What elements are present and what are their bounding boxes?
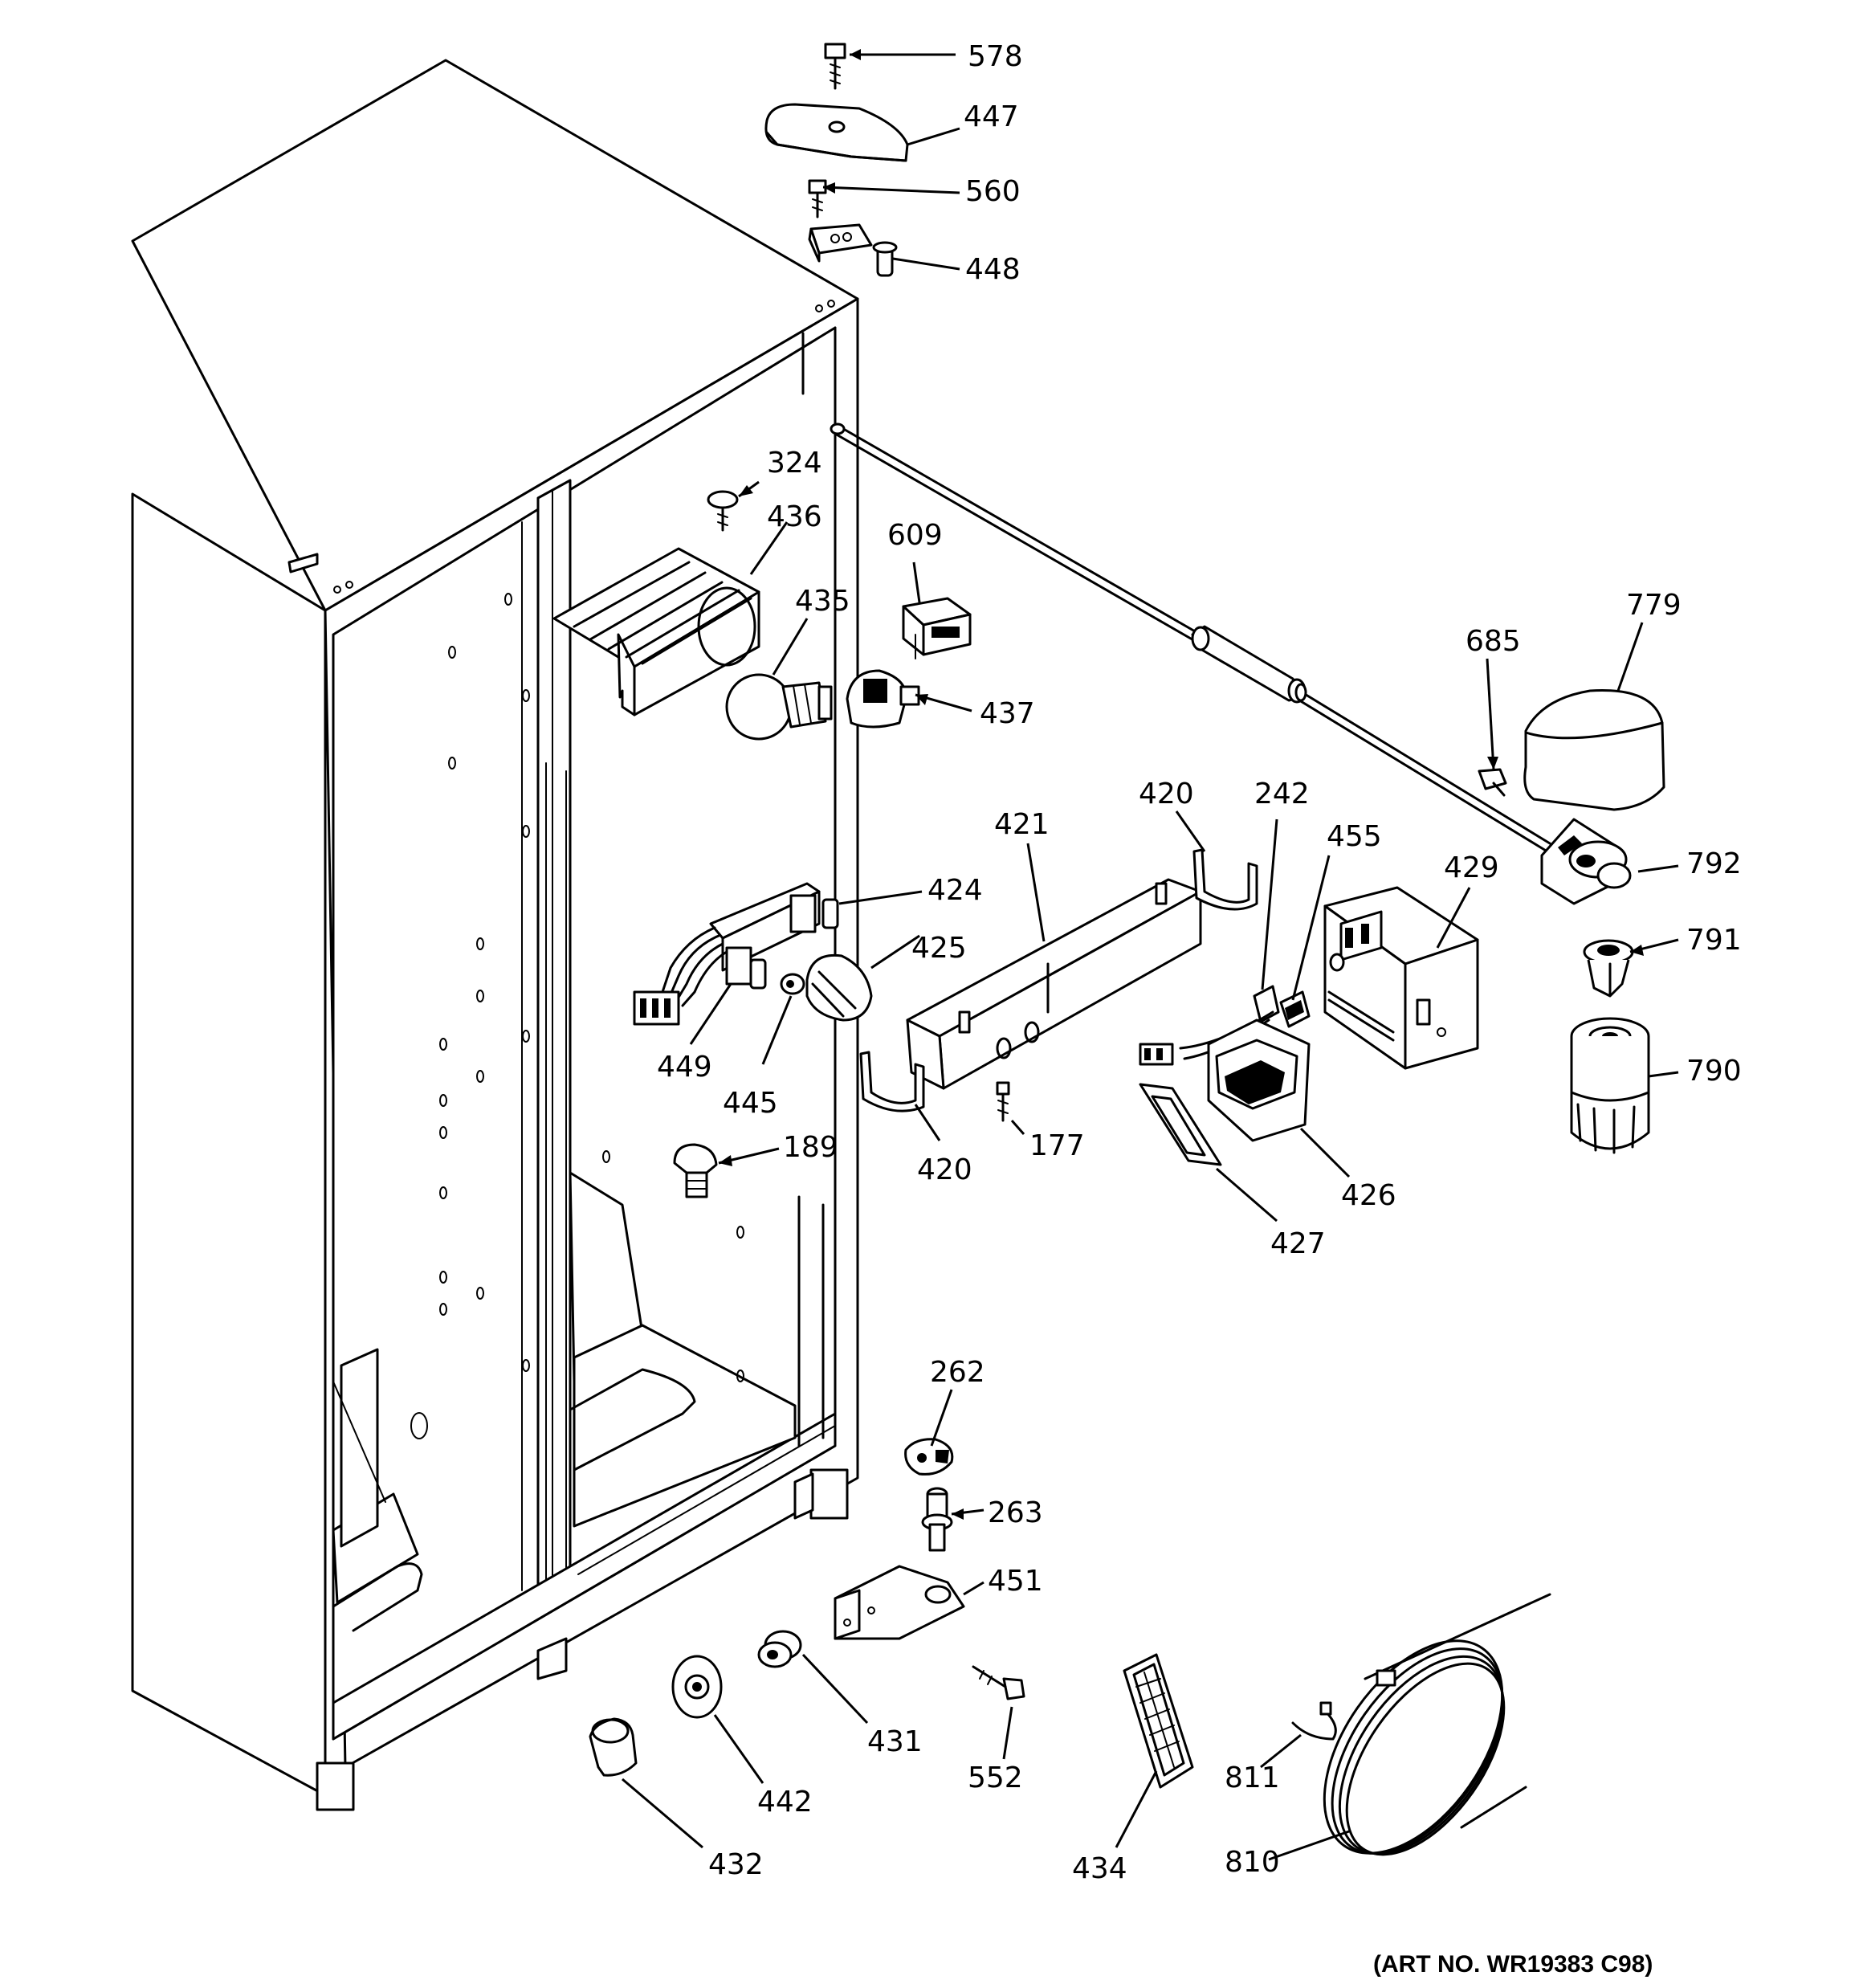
label-451: 451 — [988, 1565, 1043, 1598]
cabinet-mounting-holes — [333, 300, 835, 1439]
hinge-cover-447 — [764, 103, 909, 162]
leader-lines — [622, 49, 1679, 1861]
art-number: (ART NO. WR19383 C98) — [1373, 1951, 1653, 1978]
label-811: 811 — [1225, 1761, 1280, 1794]
label-609: 609 — [887, 519, 943, 552]
screw-560 — [808, 179, 827, 218]
bracket-420-lower — [859, 1051, 925, 1112]
label-447: 447 — [964, 100, 1019, 133]
bushing-431 — [757, 1630, 802, 1668]
label-425: 425 — [911, 932, 967, 965]
washer-442 — [671, 1655, 723, 1719]
water-tube-assembly — [830, 423, 1551, 855]
label-552: 552 — [968, 1761, 1023, 1794]
label-427: 427 — [1270, 1227, 1326, 1260]
actuator-426 — [1139, 1010, 1311, 1142]
light-bulb-435 — [725, 673, 833, 741]
label-429: 429 — [1444, 851, 1499, 884]
light-assembly — [552, 490, 972, 741]
bypass-plug-791 — [1583, 939, 1634, 998]
plug-189 — [673, 1143, 718, 1198]
connector-455 — [1279, 990, 1311, 1028]
cam-262 — [904, 1438, 954, 1476]
screw-552 — [972, 1665, 1025, 1700]
label-792: 792 — [1686, 847, 1742, 880]
grille-434 — [1123, 1653, 1194, 1789]
bushing-432 — [589, 1717, 638, 1777]
water-line-coil-810 — [1323, 1593, 1551, 1856]
fastener-324 — [707, 490, 739, 532]
hinge-pin-263 — [921, 1487, 953, 1552]
light-socket-437 — [846, 669, 920, 729]
screw-177 — [996, 1081, 1010, 1122]
label-242: 242 — [1254, 778, 1310, 810]
control-knob-425 — [805, 953, 873, 1022]
label-779: 779 — [1626, 589, 1682, 622]
refrigerator-cabinet — [131, 59, 859, 1811]
hinge-448 — [808, 223, 898, 277]
label-189: 189 — [783, 1131, 838, 1164]
label-421: 421 — [994, 808, 1050, 841]
top-hinge-assembly — [764, 43, 909, 277]
label-431: 431 — [867, 1725, 923, 1758]
clamp-811 — [1291, 1701, 1337, 1741]
label-685: 685 — [1466, 625, 1521, 658]
label-791: 791 — [1686, 924, 1742, 957]
filter-cover-779 — [1523, 689, 1665, 811]
label-436: 436 — [767, 500, 822, 533]
filter-head-792 — [1540, 818, 1632, 905]
label-424: 424 — [927, 874, 983, 907]
label-578: 578 — [968, 40, 1023, 73]
trim-427 — [1139, 1083, 1222, 1166]
control-housing-421 — [906, 878, 1202, 1090]
light-shield-436 — [552, 547, 760, 716]
label-324: 324 — [767, 447, 822, 480]
spacer-445 — [780, 973, 805, 995]
label-437: 437 — [980, 697, 1035, 730]
label-426: 426 — [1341, 1179, 1396, 1212]
label-432: 432 — [708, 1848, 764, 1881]
switch-assembly-424 — [633, 882, 839, 1026]
switch-609 — [902, 597, 972, 659]
label-177: 177 — [1029, 1129, 1085, 1162]
label-263: 263 — [988, 1496, 1043, 1529]
label-442: 442 — [757, 1786, 813, 1819]
bottom-hinge-451 — [834, 1565, 965, 1640]
label-790: 790 — [1686, 1055, 1742, 1088]
label-435: 435 — [795, 585, 850, 618]
label-449: 449 — [657, 1051, 712, 1084]
screw-685 — [1478, 768, 1507, 797]
water-filter-790 — [1570, 1017, 1650, 1154]
label-810: 810 — [1225, 1846, 1280, 1879]
label-448: 448 — [965, 253, 1021, 286]
label-262: 262 — [930, 1356, 985, 1389]
screw-578 — [824, 43, 846, 90]
label-560: 560 — [965, 175, 1021, 208]
label-434: 434 — [1072, 1852, 1127, 1885]
label-455: 455 — [1327, 820, 1382, 853]
label-445: 445 — [723, 1087, 778, 1120]
label-420-upper: 420 — [1139, 778, 1194, 810]
label-420-lower: 420 — [917, 1153, 972, 1186]
part-labels: 578 447 560 448 324 436 609 435 437 779 … — [657, 40, 1742, 1885]
bracket-420-upper — [1192, 848, 1258, 911]
